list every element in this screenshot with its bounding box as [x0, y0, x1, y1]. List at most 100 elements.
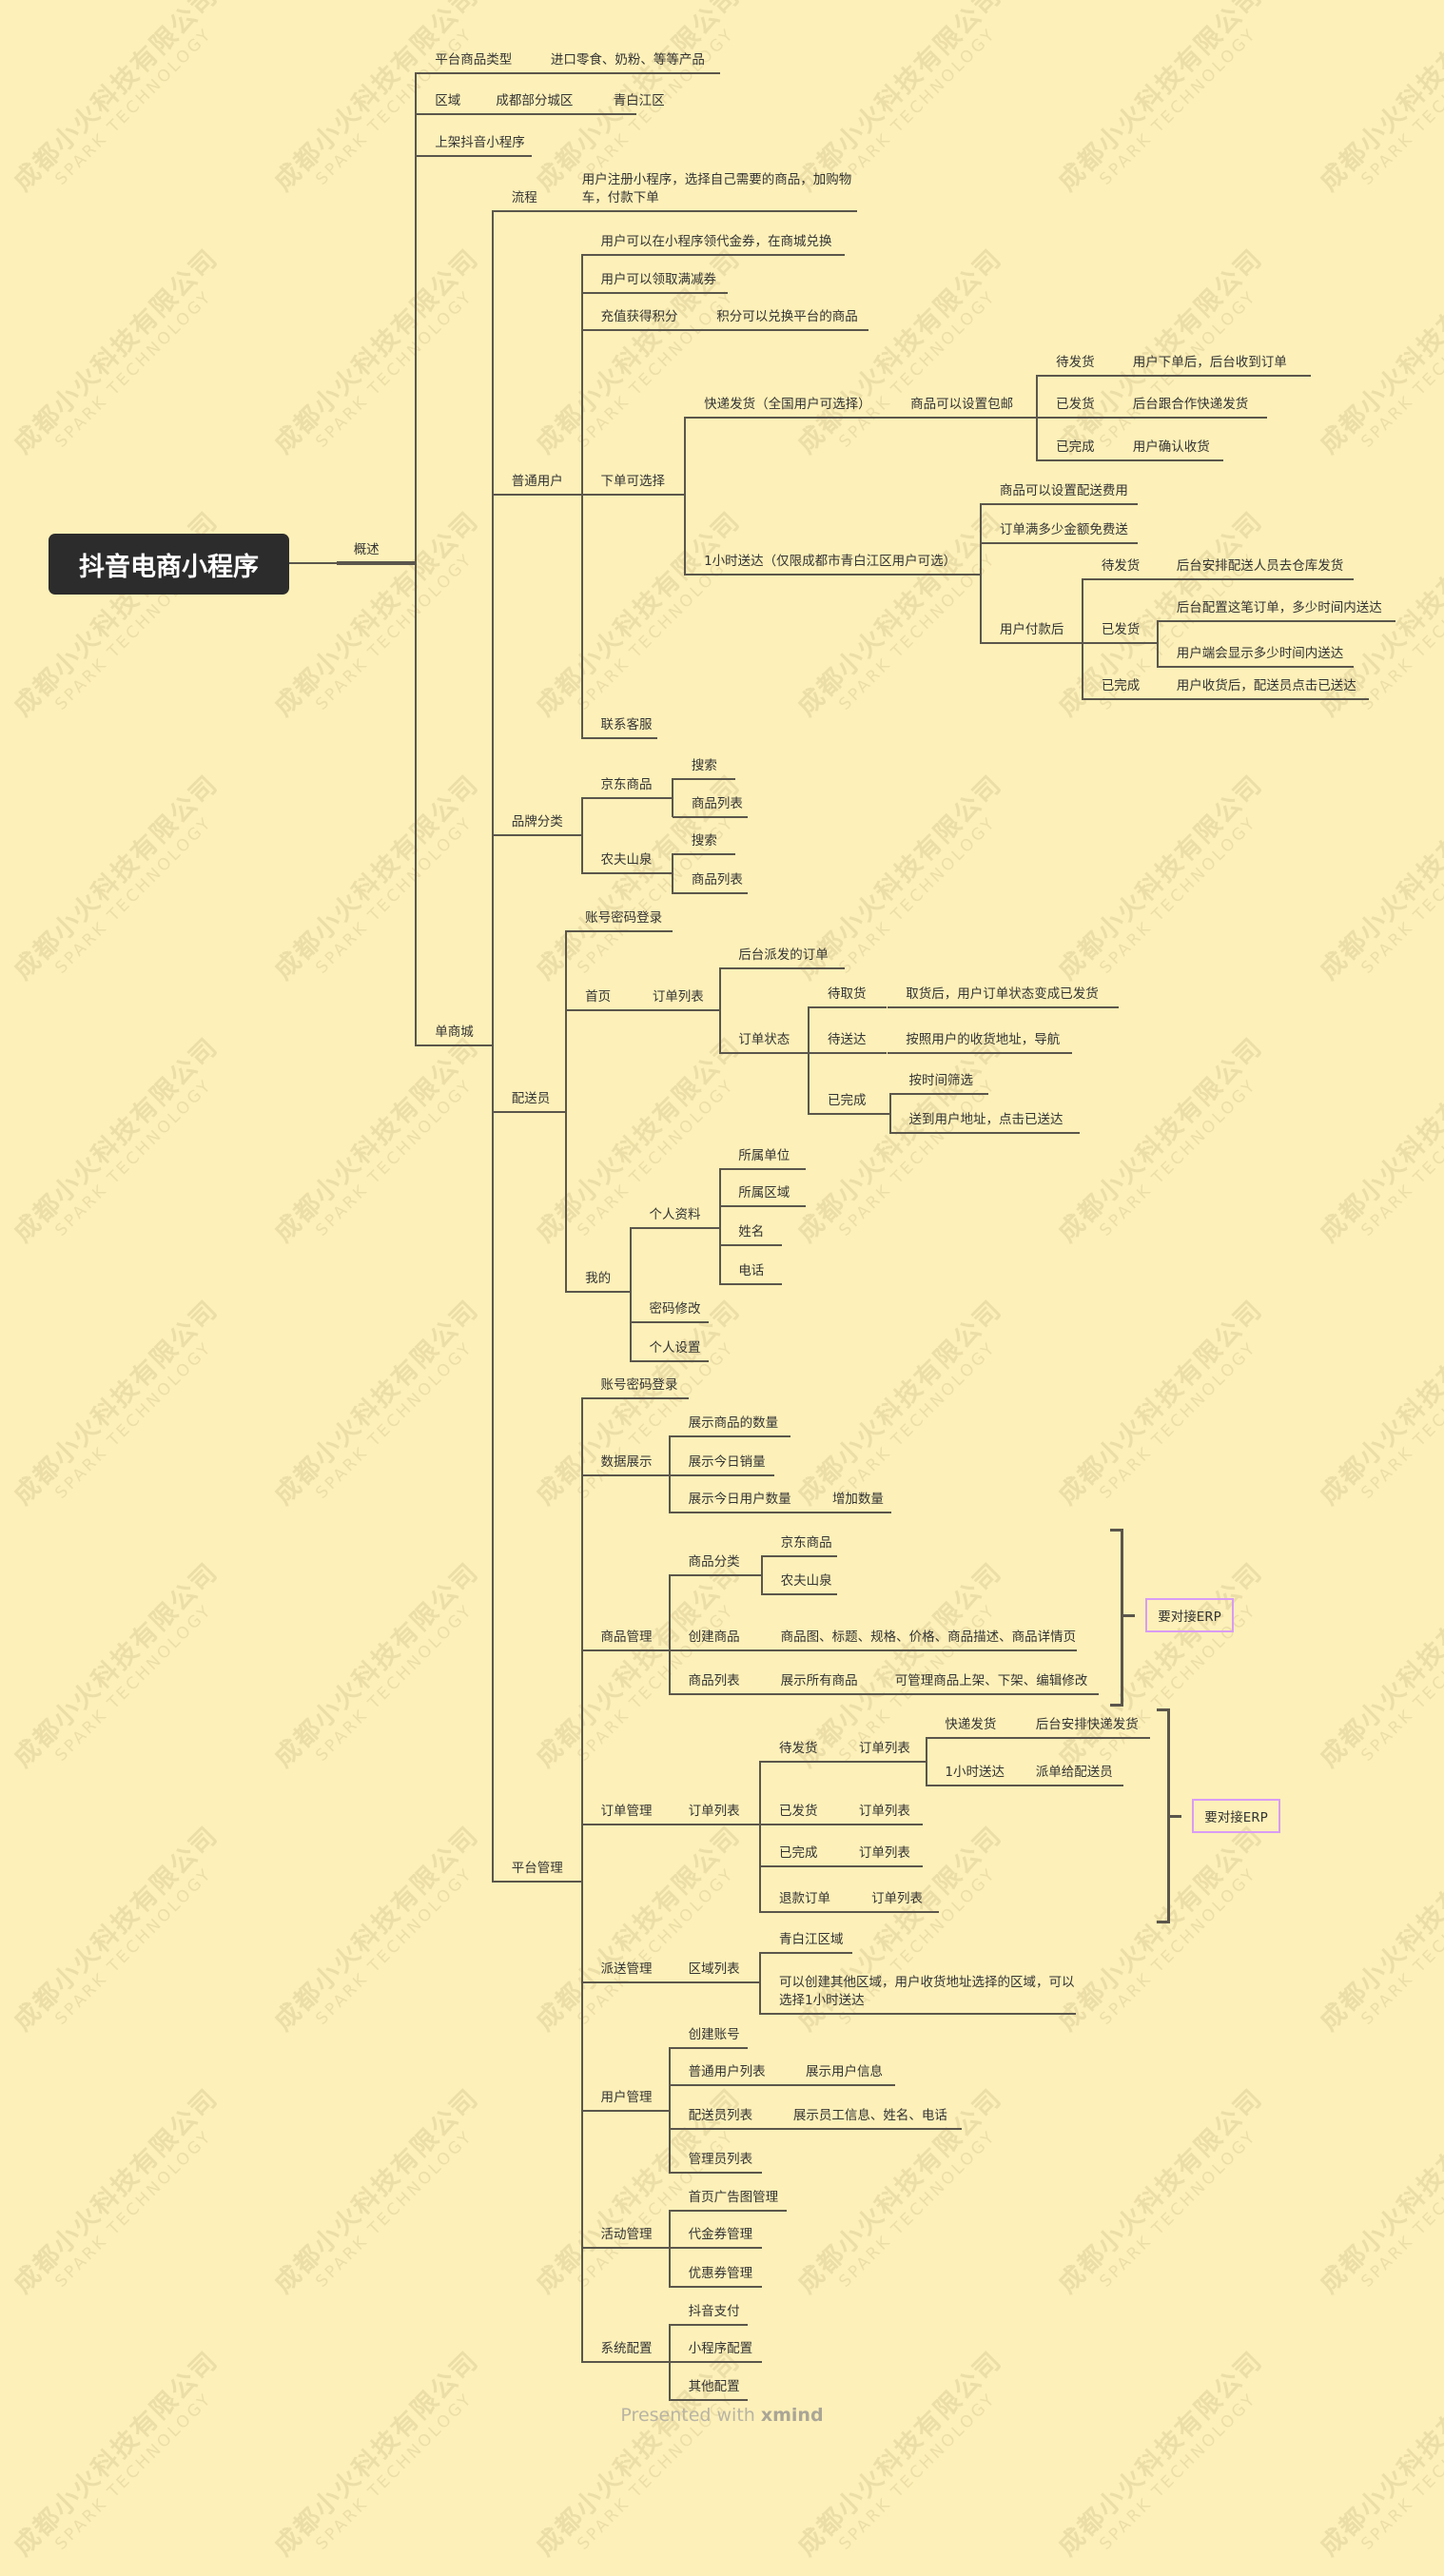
- subtopic[interactable]: 快递发货（全国用户可选择）: [704, 397, 871, 413]
- subtopic[interactable]: 派单给配送员: [1035, 1764, 1113, 1780]
- subtopic[interactable]: 展示今日销量: [688, 1454, 766, 1470]
- subtopic[interactable]: 用户注册小程序，选择自己需要的商品，加购物车，付款下单: [581, 172, 852, 206]
- subtopic[interactable]: 用户下单后，后台收到订单: [1132, 354, 1287, 370]
- subtopic[interactable]: 个人资料: [649, 1207, 701, 1223]
- subtopic[interactable]: 联系客服: [600, 717, 653, 733]
- main-topic[interactable]: 概述: [353, 542, 380, 558]
- subtopic[interactable]: 账号密码登录: [600, 1377, 678, 1394]
- subtopic[interactable]: 订单列表: [652, 989, 704, 1005]
- subtopic[interactable]: 商品分类: [688, 1554, 740, 1571]
- subtopic[interactable]: 送到用户地址，点击已送达: [908, 1111, 1063, 1127]
- subtopic[interactable]: 优惠券管理: [688, 2266, 753, 2282]
- subtopic[interactable]: 品牌分类: [511, 814, 563, 830]
- subtopic[interactable]: 可以创建其他区域，用户收货地址选择的区域，可以选择1小时送达: [779, 1974, 1075, 2008]
- subtopic[interactable]: 商品列表: [691, 872, 743, 888]
- subtopic[interactable]: 搜索: [691, 758, 717, 774]
- subtopic[interactable]: 已完成: [1101, 678, 1141, 694]
- subtopic[interactable]: 订单满多少金额免费送: [999, 521, 1128, 537]
- subtopic[interactable]: 可管理商品上架、下架、编辑修改: [894, 1673, 1088, 1689]
- subtopic[interactable]: 活动管理: [600, 2227, 653, 2243]
- subtopic[interactable]: 订单列表: [858, 1803, 910, 1819]
- subtopic[interactable]: 已完成: [828, 1092, 867, 1108]
- subtopic[interactable]: 后台配置这笔订单，多少时间内送达: [1176, 599, 1382, 615]
- subtopic[interactable]: 管理员列表: [688, 2152, 753, 2168]
- subtopic[interactable]: 区域列表: [688, 1961, 740, 1977]
- subtopic[interactable]: 订单列表: [858, 1740, 910, 1756]
- subtopic[interactable]: 普通用户: [511, 473, 563, 489]
- subtopic[interactable]: 充值获得积分: [600, 309, 678, 325]
- subtopic[interactable]: 单商城: [435, 1024, 474, 1040]
- subtopic[interactable]: 上架抖音小程序: [435, 135, 525, 151]
- subtopic[interactable]: 农夫山泉: [780, 1572, 832, 1589]
- subtopic[interactable]: 已完成: [1056, 439, 1095, 455]
- subtopic[interactable]: 用户确认收货: [1132, 439, 1210, 455]
- subtopic[interactable]: 普通用户列表: [688, 2064, 766, 2080]
- subtopic[interactable]: 配送员: [511, 1091, 551, 1107]
- subtopic[interactable]: 用户可以领取满减券: [600, 271, 717, 287]
- subtopic[interactable]: 农夫山泉: [600, 851, 653, 868]
- root-topic[interactable]: 抖音电商小程序: [49, 534, 289, 595]
- subtopic[interactable]: 用户付款后: [999, 621, 1064, 637]
- subtopic[interactable]: 已发货: [779, 1803, 818, 1819]
- subtopic[interactable]: 配送员列表: [688, 2108, 753, 2124]
- subtopic[interactable]: 1小时送达（仅限成都市青白江区用户可选）: [704, 553, 957, 569]
- subtopic[interactable]: 区域: [435, 93, 461, 109]
- subtopic[interactable]: 用户可以在小程序领代金券，在商城兑换: [600, 234, 832, 250]
- subtopic[interactable]: 平台管理: [511, 1861, 563, 1877]
- subtopic[interactable]: 展示用户信息: [805, 2064, 883, 2080]
- subtopic[interactable]: 用户管理: [600, 2089, 653, 2105]
- subtopic[interactable]: 已发货: [1101, 621, 1141, 637]
- subtopic[interactable]: 1小时送达: [945, 1764, 1005, 1780]
- subtopic[interactable]: 商品列表: [691, 795, 743, 811]
- subtopic[interactable]: 商品列表: [688, 1673, 740, 1689]
- subtopic[interactable]: 数据展示: [600, 1454, 653, 1470]
- subtopic[interactable]: 展示所有商品: [780, 1673, 858, 1689]
- subtopic[interactable]: 展示员工信息、姓名、电话: [792, 2108, 947, 2124]
- subtopic[interactable]: 所属区域: [738, 1185, 790, 1200]
- subtopic[interactable]: 待发货: [779, 1740, 818, 1756]
- subtopic[interactable]: 平台商品类型: [435, 52, 513, 68]
- subtopic[interactable]: 进口零食、奶粉、等等产品: [550, 52, 705, 68]
- subtopic[interactable]: 所属单位: [738, 1147, 790, 1163]
- erp-note-2[interactable]: 要对接ERP: [1192, 1799, 1280, 1833]
- subtopic[interactable]: 已完成: [779, 1845, 818, 1862]
- subtopic[interactable]: 展示今日用户数量: [688, 1492, 791, 1508]
- subtopic[interactable]: 用户端会显示多少时间内送达: [1176, 645, 1344, 661]
- subtopic[interactable]: 退款订单: [779, 1890, 831, 1906]
- subtopic[interactable]: 下单可选择: [600, 473, 666, 489]
- subtopic[interactable]: 后台派发的订单: [738, 947, 829, 964]
- subtopic[interactable]: 后台安排配送人员去仓库发货: [1176, 557, 1344, 574]
- subtopic[interactable]: 京东商品: [600, 776, 653, 792]
- subtopic[interactable]: 后台安排快递发货: [1035, 1717, 1139, 1733]
- subtopic[interactable]: 商品可以设置配送费用: [999, 482, 1128, 498]
- subtopic[interactable]: 取货后，用户订单状态变成已发货: [906, 986, 1099, 1003]
- subtopic[interactable]: 订单列表: [858, 1845, 910, 1862]
- subtopic[interactable]: 搜索: [691, 832, 717, 849]
- erp-note-1[interactable]: 要对接ERP: [1145, 1598, 1234, 1632]
- subtopic[interactable]: 系统配置: [600, 2341, 653, 2357]
- subtopic[interactable]: 订单状态: [738, 1031, 790, 1047]
- subtopic[interactable]: 创建账号: [688, 2026, 740, 2042]
- subtopic[interactable]: 按照用户的收货地址，导航: [906, 1031, 1061, 1047]
- subtopic[interactable]: 电话: [738, 1263, 765, 1279]
- subtopic[interactable]: 流程: [511, 190, 537, 206]
- subtopic[interactable]: 已发货: [1056, 397, 1095, 413]
- subtopic[interactable]: 青白江区: [613, 93, 665, 109]
- subtopic[interactable]: 商品图、标题、规格、价格、商品描述、商品详情页: [780, 1630, 1077, 1646]
- subtopic[interactable]: 我的: [585, 1271, 612, 1287]
- subtopic[interactable]: 待发货: [1101, 557, 1141, 574]
- subtopic[interactable]: 待发货: [1056, 354, 1095, 370]
- subtopic[interactable]: 派送管理: [600, 1961, 653, 1977]
- subtopic[interactable]: 抖音支付: [688, 2303, 740, 2319]
- subtopic[interactable]: 其他配置: [688, 2378, 740, 2394]
- subtopic[interactable]: 账号密码登录: [585, 909, 663, 926]
- subtopic[interactable]: 待送达: [828, 1031, 867, 1047]
- subtopic[interactable]: 订单列表: [871, 1890, 924, 1906]
- subtopic[interactable]: 积分可以兑换平台的商品: [716, 309, 858, 325]
- subtopic[interactable]: 成都部分城区: [496, 93, 574, 109]
- subtopic[interactable]: 首页广告图管理: [688, 2189, 779, 2205]
- subtopic[interactable]: 快递发货: [945, 1717, 997, 1733]
- subtopic[interactable]: 订单列表: [688, 1803, 740, 1819]
- subtopic[interactable]: 代金券管理: [688, 2227, 753, 2243]
- subtopic[interactable]: 后台跟合作快递发货: [1132, 397, 1249, 413]
